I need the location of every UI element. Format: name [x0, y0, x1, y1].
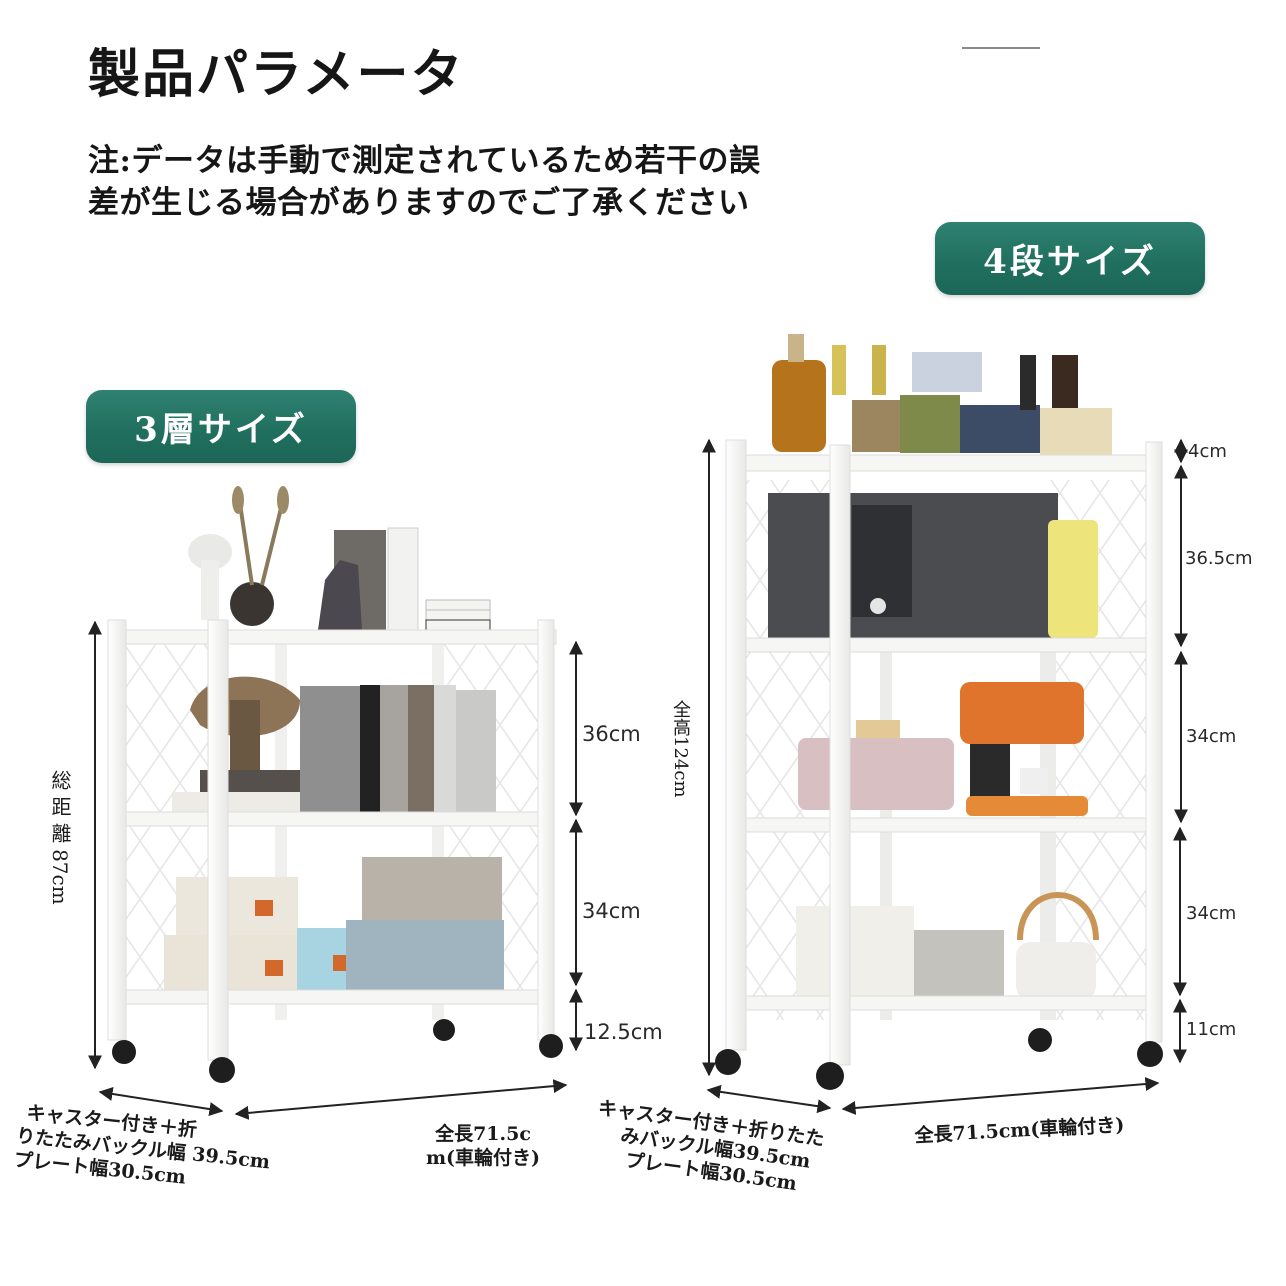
- four-tier-segment-4-label: 34cm: [1186, 903, 1237, 924]
- note-line-2: 差が生じる場合がありますのでご了承ください: [88, 185, 750, 221]
- four-tier-total-height-label: 全高124cm: [670, 700, 691, 798]
- three-tier-total-height-label: 総 距 離 87cm: [48, 770, 72, 905]
- three-tier-segment-3-label: 12.5cm: [584, 1020, 663, 1044]
- note-line-1: 注:データは手動で測定されているため若干の誤: [88, 143, 761, 179]
- four-tier-segment-2-label: 36.5cm: [1185, 548, 1253, 569]
- decorative-rule: [962, 47, 1040, 49]
- three-tier-segment-1-label: 36cm: [582, 722, 641, 746]
- four-tier-segment-1-label: 4cm: [1188, 441, 1227, 462]
- three-tier-segment-2-label: 34cm: [582, 899, 641, 923]
- four-tier-size-badge: 4段サイズ: [935, 222, 1205, 295]
- three-tier-length-label: 全長71.5c m(車輪付き): [425, 1123, 541, 1169]
- four-tier-segment-3-label: 34cm: [1186, 726, 1237, 747]
- four-tier-shelf-image: [715, 334, 1163, 1090]
- three-tier-shelf-image: [107, 486, 563, 1083]
- three-tier-size-badge: 3層サイズ: [86, 390, 356, 463]
- page-title: 製品パラメータ: [88, 44, 465, 105]
- measurement-note: 注:データは手動で測定されているため若干の誤 差が生じる場合がありますのでご了承…: [88, 140, 761, 224]
- four-tier-segment-5-label: 11cm: [1186, 1019, 1237, 1040]
